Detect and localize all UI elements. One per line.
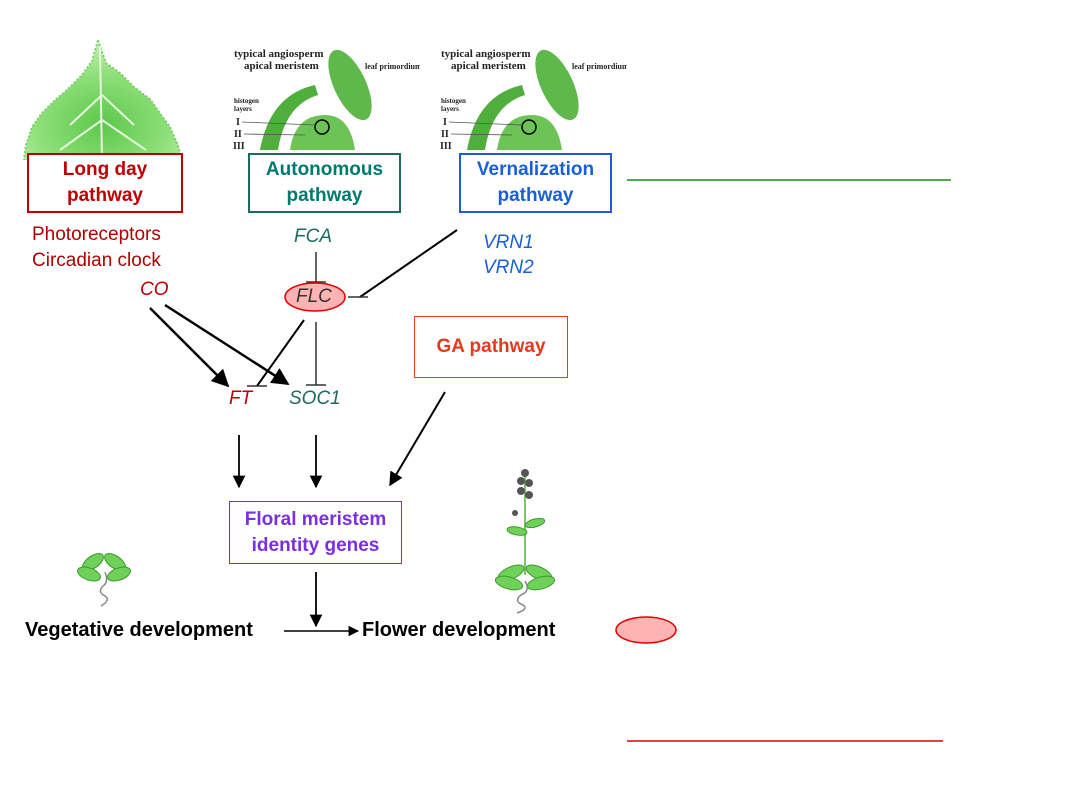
layers-label: layers <box>234 105 252 113</box>
leaf-image <box>22 36 184 160</box>
vegetative-development-label: Vegetative development <box>25 619 253 641</box>
ga-pathway-box: GA pathway <box>414 316 568 378</box>
arrow-co-to-soc1 <box>164 303 290 386</box>
arrow-co-to-ft <box>149 307 230 388</box>
leaf-primordium-label: leaf primordium <box>572 62 627 71</box>
autonomous-line2: pathway <box>286 185 363 206</box>
circadian-clock-label: Circadian clock <box>32 250 161 271</box>
gene-soc1: SOC1 <box>289 388 341 409</box>
floral-line2: identity genes <box>251 534 380 556</box>
vegetative-plant-image <box>77 553 131 607</box>
inhibit-flc-ft <box>256 319 305 387</box>
meristem-title-2: apical meristem <box>244 60 319 72</box>
meristem-title-1: typical angiosperm <box>441 48 531 60</box>
meristem-image-vernalization: typical angiosperm apical meristem leaf … <box>440 48 627 150</box>
layers-label: layers <box>441 105 459 113</box>
vernalization-line2: pathway <box>497 185 574 206</box>
histogen-label: histogen <box>234 97 259 105</box>
vernalization-pathway-box: Vernalization pathway <box>459 153 612 213</box>
layer-2-label: II <box>441 129 449 140</box>
inhibit-vrn-flc <box>359 229 458 298</box>
arrow-ga-to-floral <box>389 391 446 487</box>
flowering-plant-image <box>495 469 555 614</box>
gene-co: CO <box>140 279 169 300</box>
vernalization-line1: Vernalization <box>476 159 595 180</box>
gene-vrn2: VRN2 <box>483 257 534 278</box>
meristem-title-1: typical angiosperm <box>234 48 324 60</box>
floral-meristem-box: Floral meristem identity genes <box>229 501 402 564</box>
leaf-primordium-label: leaf primordium <box>365 62 420 71</box>
long-day-line2: pathway <box>66 185 144 206</box>
gene-ft: FT <box>229 388 253 409</box>
flc-oval <box>284 282 346 312</box>
meristem-title-2: apical meristem <box>451 60 526 72</box>
flower-development-label: Flower development <box>362 619 556 641</box>
layer-1-label: I <box>443 117 447 128</box>
meristem-image-autonomous: typical angiosperm apical meristem leaf … <box>233 48 420 150</box>
layer-1-label: I <box>236 117 240 128</box>
long-day-pathway-box: Long day pathway <box>27 153 183 213</box>
photoreceptors-label: Photoreceptors <box>32 224 161 245</box>
autonomous-pathway-box: Autonomous pathway <box>248 153 401 213</box>
layer-3-label: III <box>233 141 245 150</box>
layer-3-label: III <box>440 141 452 150</box>
gene-vrn1: VRN1 <box>483 232 534 253</box>
autonomous-line1: Autonomous <box>265 159 384 180</box>
gene-flc: FLC <box>296 286 332 307</box>
histogen-label: histogen <box>441 97 466 105</box>
layer-2-label: II <box>234 129 242 140</box>
ga-pathway-label: GA pathway <box>436 336 546 357</box>
long-day-line1: Long day <box>62 159 148 180</box>
gene-fca: FCA <box>294 226 332 247</box>
floral-line1: Floral meristem <box>244 508 387 530</box>
legend-oval <box>615 616 677 644</box>
